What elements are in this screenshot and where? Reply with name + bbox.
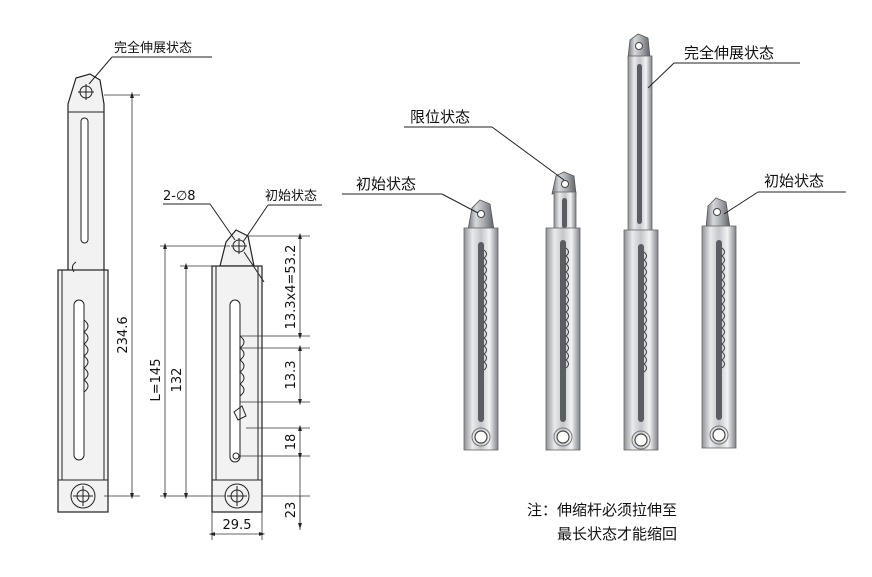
dim-total-length: 234.6 — [116, 316, 131, 353]
label-full-extension-right: 完全伸展状态 — [684, 44, 774, 62]
label-limit-state: 限位状态 — [410, 108, 470, 126]
dim-length-132: 132 — [170, 368, 185, 393]
drawing-initial-dimensions — [160, 203, 322, 540]
dim-offset-18: 18 — [284, 434, 299, 451]
dim-pitch: 13.3 — [284, 361, 299, 390]
dim-width: 29.5 — [223, 518, 252, 533]
rod-initial-b — [701, 197, 737, 449]
rod-limit — [545, 171, 581, 451]
note-line-2: 最长状态才能缩回 — [557, 525, 678, 543]
label-initial-right-a: 初始状态 — [356, 175, 416, 193]
drawing-full-extension — [57, 56, 212, 513]
label-hole-spec: 2-∅8 — [163, 189, 196, 204]
note-line-1: 注：伸缩杆必须拉伸至 — [527, 501, 678, 519]
lower-slot — [73, 299, 85, 461]
dim-offset-23: 23 — [284, 502, 299, 519]
label-initial-left: 初始状态 — [265, 189, 317, 204]
pin — [233, 405, 247, 421]
body-slot — [229, 299, 241, 463]
bottom-boss — [70, 483, 96, 509]
top-tab-outline — [219, 229, 255, 267]
upper-slot — [80, 117, 89, 244]
label-full-extension-left: 完全伸展状态 — [114, 40, 192, 56]
detent-teeth — [83, 319, 89, 393]
rod-full-extension — [623, 33, 659, 451]
note-block: 注：伸缩杆必须拉伸至 最长状态才能缩回 — [527, 498, 677, 546]
label-initial-right-b: 初始状态 — [764, 172, 824, 190]
detent-teeth-mid — [239, 335, 245, 397]
rod-initial-a — [463, 199, 499, 451]
dim-pitch-total: 13.3x4=53.2 — [284, 245, 299, 330]
right-callout-lines — [342, 62, 846, 215]
dim-length-L: L=145 — [149, 359, 164, 402]
